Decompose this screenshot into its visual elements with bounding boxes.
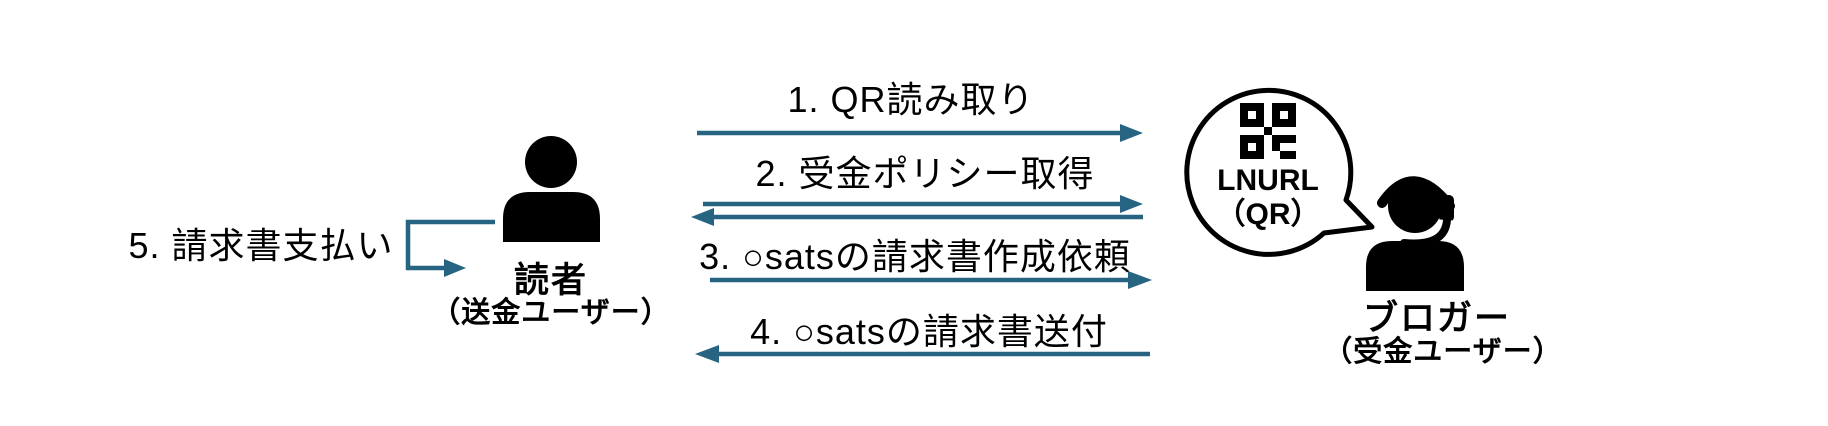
step4-arrow-left (695, 345, 1150, 363)
reader-role: （送金ユーザー） (431, 297, 671, 329)
headset-person-icon (1366, 176, 1464, 291)
blogger-role: （受金ユーザー） (1323, 336, 1563, 368)
step4-label: 4. ○satsの請求書送付 (750, 311, 1108, 352)
step1-arrow-right (697, 124, 1143, 142)
step5-label: 5. 請求書支払い (128, 225, 394, 266)
step2-arrow-right (703, 195, 1143, 213)
step1-label: 1. QR読み取り (787, 79, 1035, 120)
bubble-line1: LNURL (1217, 164, 1319, 197)
step2-label: 2. 受金ポリシー取得 (755, 153, 1095, 194)
bubble-line2: （QR） (1215, 198, 1321, 231)
step3-arrow-right (710, 271, 1152, 289)
step5-self-arrow (405, 219, 495, 277)
step3-label: 3. ○satsの請求書作成依頼 (699, 236, 1131, 277)
blogger-name: ブロガー (1362, 299, 1512, 338)
reader-name: 読者 (513, 261, 589, 300)
step2-arrow-left (691, 208, 1143, 226)
speech-bubble (1184, 87, 1375, 257)
qr-code-icon (1240, 103, 1296, 159)
person-icon (503, 136, 600, 242)
